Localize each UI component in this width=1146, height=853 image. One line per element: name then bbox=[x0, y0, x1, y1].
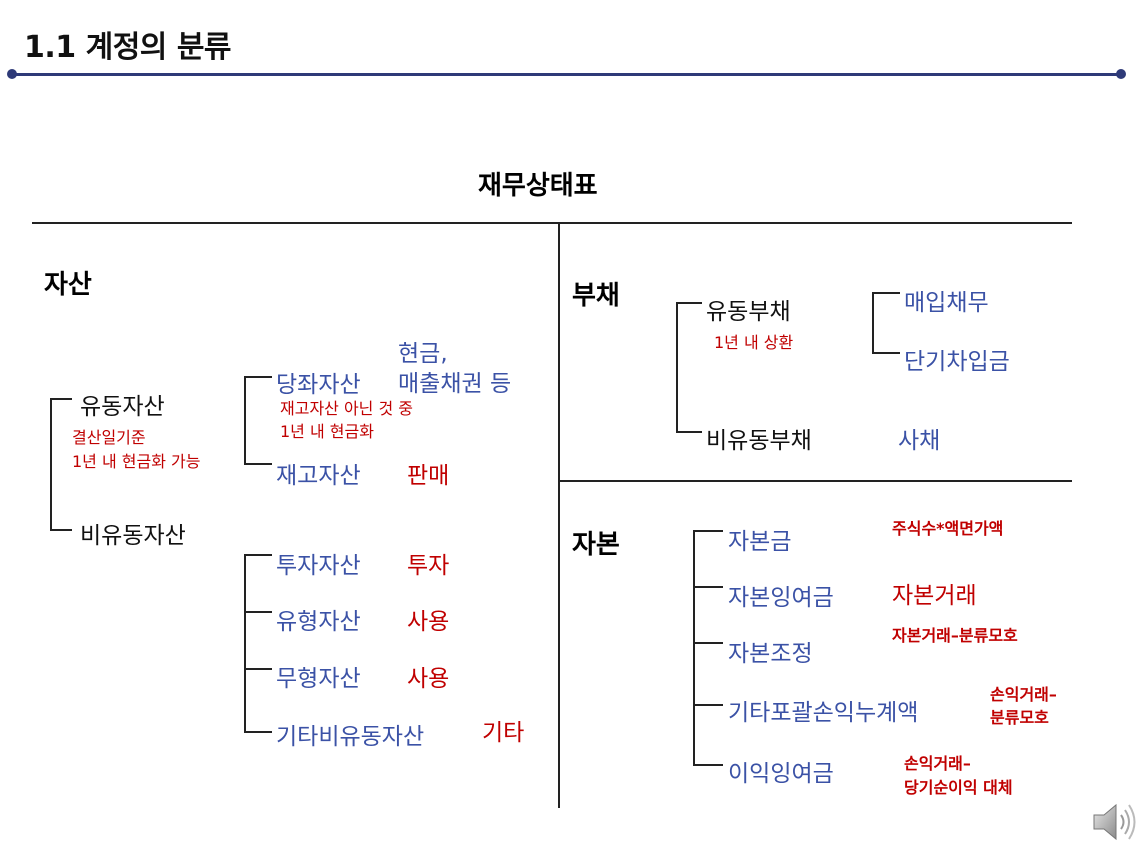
equity-item-label: 자본조정 bbox=[728, 641, 813, 667]
quick-assets-note-1: 재고자산 아닌 것 중 bbox=[280, 399, 414, 418]
noncurrent-item-purpose: 사용 bbox=[407, 666, 450, 692]
noncurrent-bracket-1 bbox=[244, 554, 272, 556]
title-divider bbox=[12, 73, 1122, 76]
equity-bracket-2 bbox=[693, 586, 723, 588]
noncurrent-bracket-4 bbox=[244, 731, 272, 733]
liabilities-bracket bbox=[676, 302, 678, 432]
equity-bracket-1 bbox=[693, 530, 723, 532]
current-liabilities-bracket-bottom bbox=[872, 352, 900, 354]
assets-bracket-top bbox=[50, 398, 72, 400]
inventory-purpose: 판매 bbox=[407, 463, 450, 489]
t-account-top-line bbox=[32, 222, 1072, 224]
current-assets-label: 유동자산 bbox=[80, 394, 165, 420]
noncurrent-bracket-3 bbox=[244, 668, 272, 670]
equity-bracket-4 bbox=[693, 704, 723, 706]
equity-item-note-2: 분류모호 bbox=[990, 708, 1049, 727]
divider-right-dot bbox=[1116, 69, 1126, 79]
current-liabilities-bracket-top bbox=[872, 292, 900, 294]
liabilities-heading: 부채 bbox=[572, 281, 620, 311]
assets-bracket-bottom bbox=[50, 529, 72, 531]
noncurrent-item-label: 투자자산 bbox=[276, 553, 361, 579]
liability-equity-divider bbox=[559, 480, 1072, 482]
current-liabilities-label: 유동부채 bbox=[706, 299, 791, 325]
divider-left-dot bbox=[7, 69, 17, 79]
equity-item-label: 자본잉여금 bbox=[728, 585, 834, 611]
inventory-label: 재고자산 bbox=[276, 463, 361, 489]
quick-assets-example-1: 현금, bbox=[398, 341, 448, 367]
assets-bracket bbox=[50, 398, 52, 530]
liabilities-bracket-bottom bbox=[676, 431, 702, 433]
equity-item-note: 자본거래 bbox=[892, 583, 977, 609]
equity-item-note: 자본거래–분류모호 bbox=[892, 626, 1018, 645]
current-assets-bracket-top bbox=[244, 376, 272, 378]
liabilities-bracket-top bbox=[676, 302, 702, 304]
quick-assets-note-2: 1년 내 현금화 bbox=[280, 422, 374, 441]
equity-item-note: 손익거래– bbox=[990, 685, 1057, 704]
equity-bracket-3 bbox=[693, 642, 723, 644]
noncurrent-liabilities-example: 사채 bbox=[898, 428, 941, 454]
speaker-icon[interactable] bbox=[1090, 797, 1140, 847]
noncurrent-item-purpose: 투자 bbox=[407, 553, 450, 579]
current-liability-item: 매입채무 bbox=[904, 290, 989, 316]
current-assets-note-1: 결산일기준 bbox=[72, 428, 146, 447]
current-liability-item: 단기차입금 bbox=[904, 349, 1010, 375]
quick-assets-label: 당좌자산 bbox=[276, 372, 361, 398]
noncurrent-assets-bracket bbox=[244, 554, 246, 732]
current-assets-note-2: 1년 내 현금화 가능 bbox=[72, 452, 201, 471]
equity-heading: 자본 bbox=[572, 530, 620, 560]
equity-bracket-5 bbox=[693, 764, 723, 766]
noncurrent-item-purpose: 기타 bbox=[482, 720, 525, 746]
equity-item-note-2: 당기순이익 대체 bbox=[904, 778, 1013, 797]
equity-item-label: 자본금 bbox=[728, 529, 792, 555]
current-liabilities-bracket bbox=[872, 292, 874, 353]
noncurrent-item-label: 기타비유동자산 bbox=[276, 724, 425, 750]
slide-title: 1.1 계정의 분류 bbox=[24, 30, 232, 65]
noncurrent-item-purpose: 사용 bbox=[407, 609, 450, 635]
current-assets-bracket bbox=[244, 376, 246, 464]
assets-heading: 자산 bbox=[44, 270, 92, 300]
equity-item-note: 주식수*액면가액 bbox=[892, 519, 1004, 538]
equity-item-note: 손익거래– bbox=[904, 754, 971, 773]
current-assets-bracket-bottom bbox=[244, 463, 272, 465]
noncurrent-liabilities-label: 비유동부채 bbox=[706, 428, 812, 454]
quick-assets-example-2: 매출채권 등 bbox=[398, 371, 512, 397]
t-account-vertical-line bbox=[558, 223, 560, 808]
equity-bracket bbox=[693, 530, 695, 765]
noncurrent-item-label: 무형자산 bbox=[276, 666, 361, 692]
noncurrent-item-label: 유형자산 bbox=[276, 609, 361, 635]
noncurrent-assets-label: 비유동자산 bbox=[80, 523, 186, 549]
noncurrent-bracket-2 bbox=[244, 611, 272, 613]
equity-item-label: 이익잉여금 bbox=[728, 761, 834, 787]
statement-title: 재무상태표 bbox=[478, 171, 598, 201]
current-liabilities-note: 1년 내 상환 bbox=[714, 333, 794, 352]
equity-item-label: 기타포괄손익누계액 bbox=[728, 700, 919, 726]
